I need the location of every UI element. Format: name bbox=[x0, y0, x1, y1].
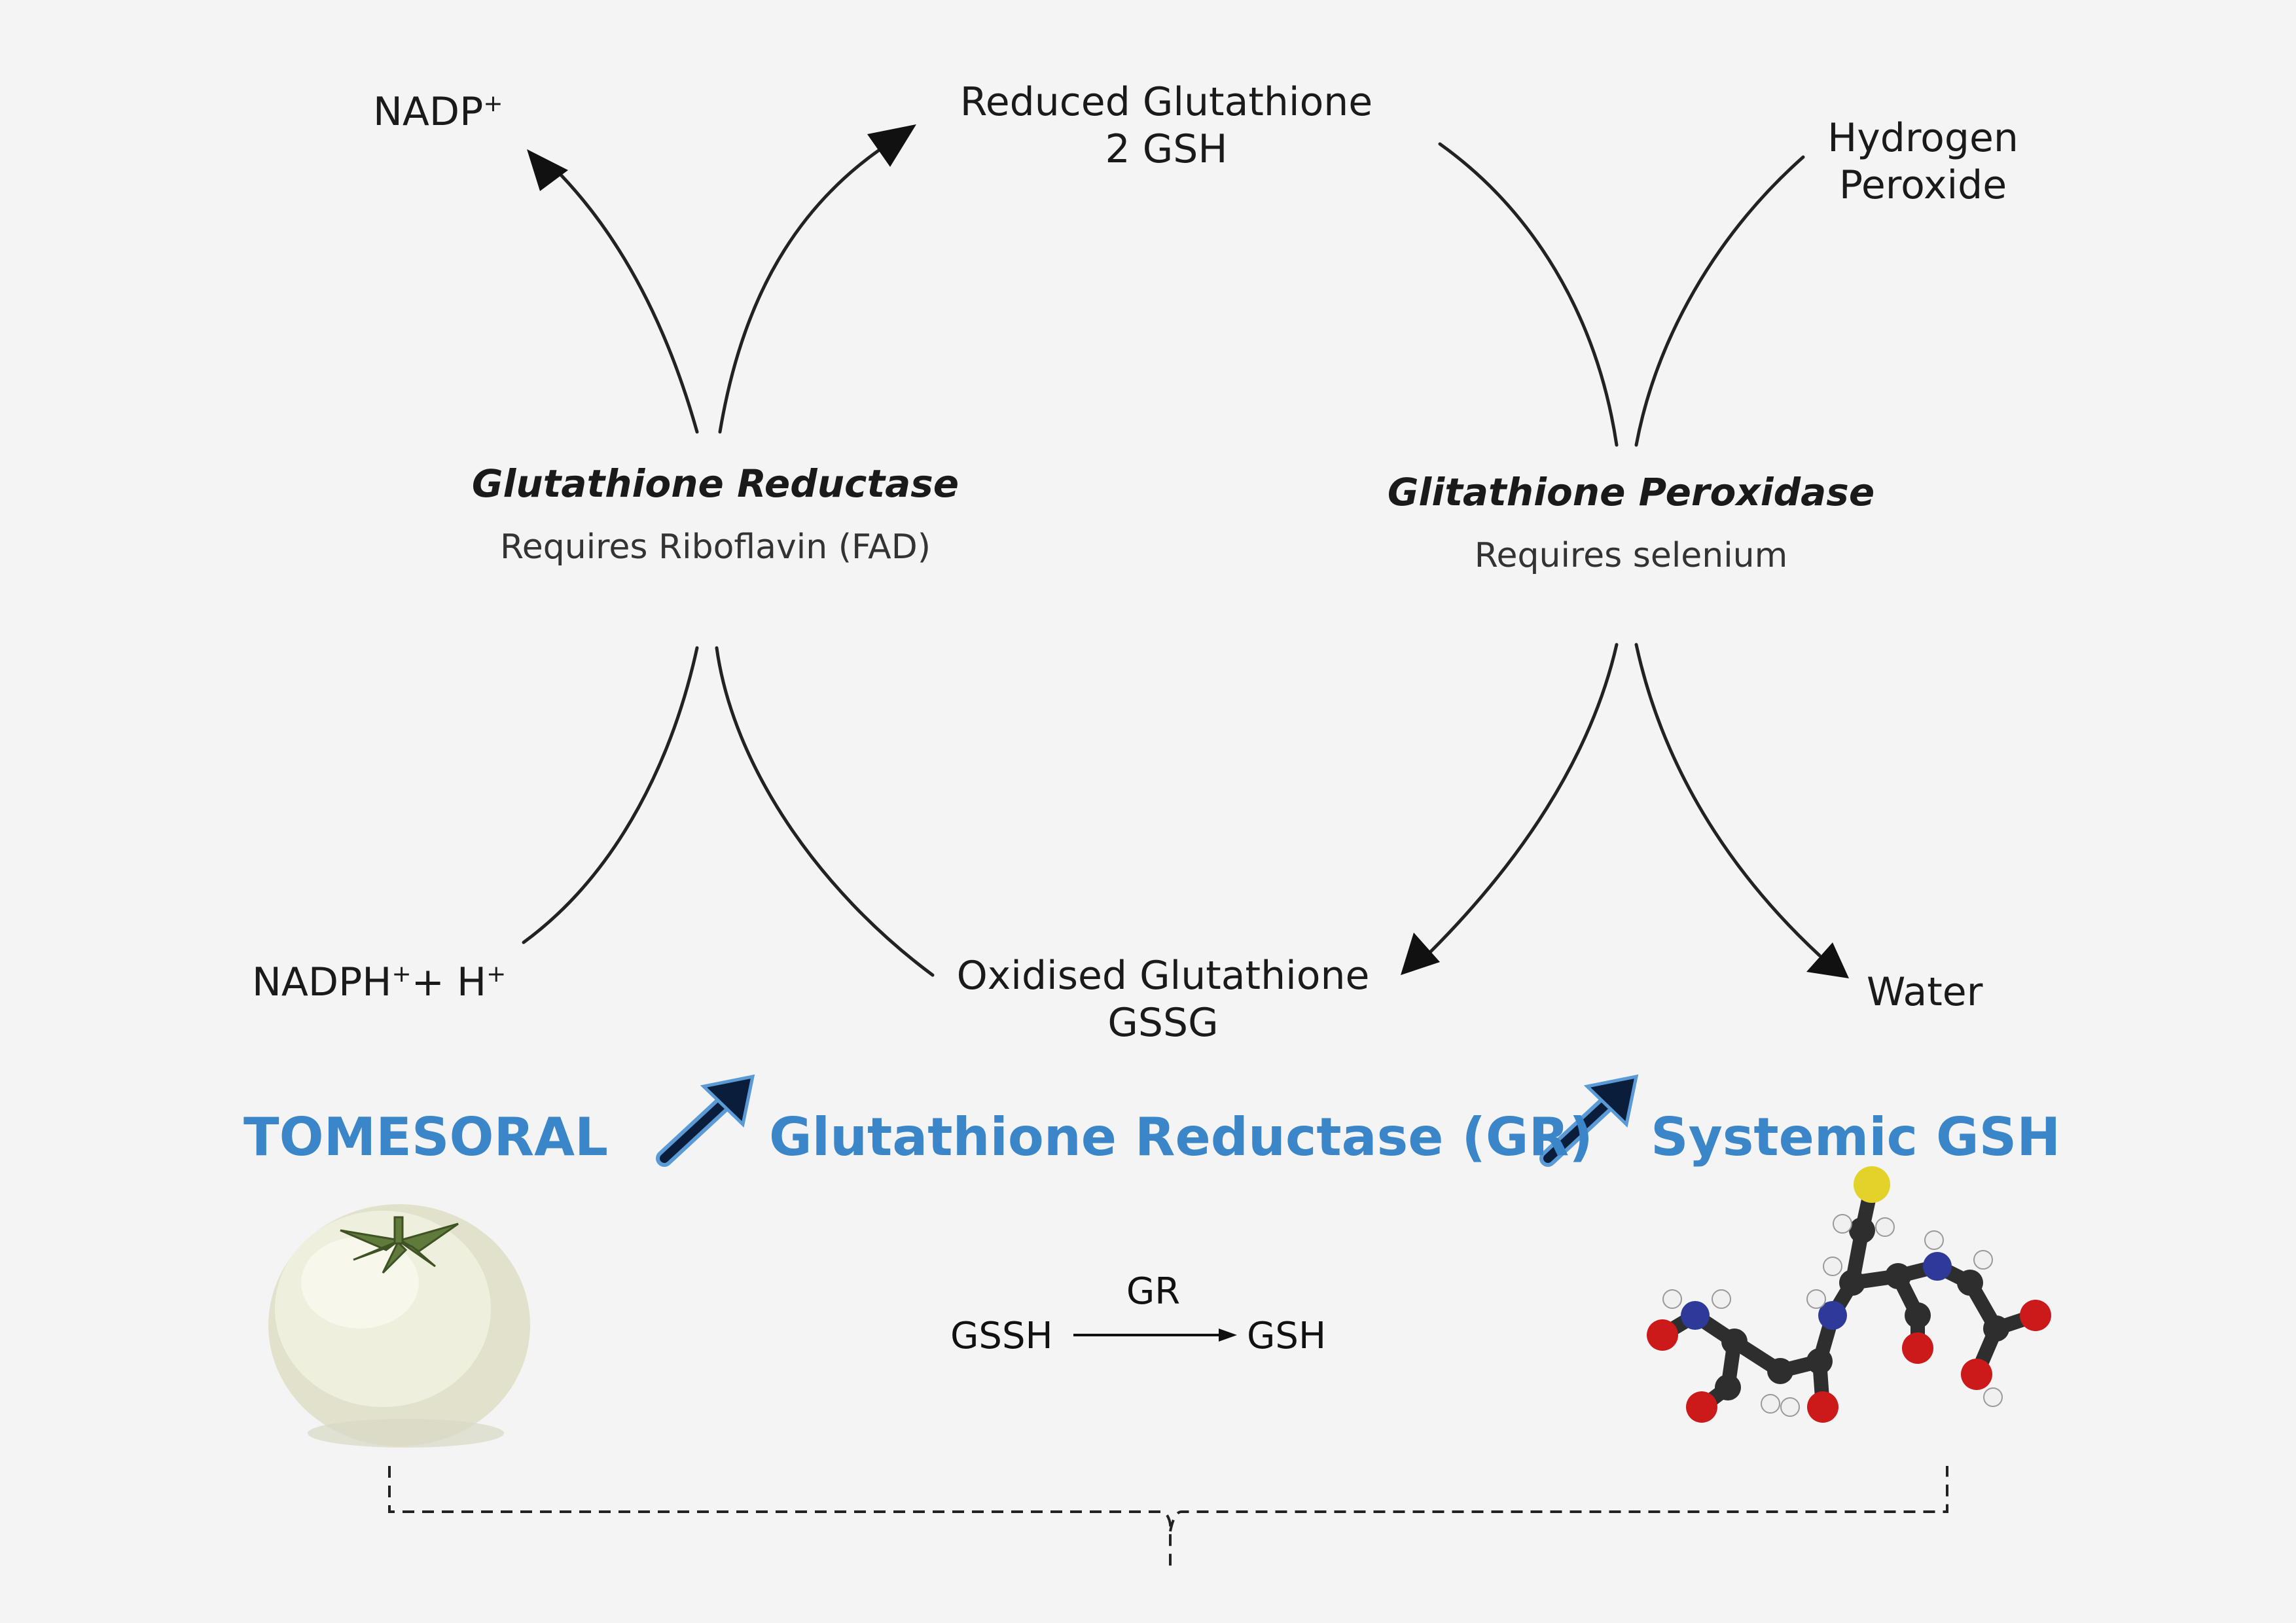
arrowhead-reduced-glutathione bbox=[867, 124, 916, 167]
reduced-glutathione-label: Reduced Glutathione 2 GSH bbox=[960, 79, 1373, 172]
arrow-from-reduced-glutathione bbox=[1438, 142, 1619, 447]
arrowhead-water bbox=[1806, 942, 1849, 978]
equation-reactant: GSSH bbox=[950, 1315, 1053, 1357]
tomesoral-label: TOMESORAL bbox=[243, 1107, 608, 1168]
water-label: Water bbox=[1867, 969, 1983, 1015]
arrow-to-water bbox=[1634, 643, 1821, 957]
arrow-to-reduced-glutathione bbox=[718, 147, 882, 434]
glutathione-reductase-requirement: Requires Riboflavin (FAD) bbox=[499, 527, 931, 567]
glutathione-peroxidase-label: Glitathione Peroxidase Requires selenium bbox=[1388, 470, 1874, 576]
oxidised-glutathione-label: Oxidised Glutathione GSSG bbox=[956, 953, 1370, 1046]
glutathione-reductase-label: Glutathione Reductase Requires Riboflavi… bbox=[472, 461, 959, 567]
increase-arrow-icon-2 bbox=[1539, 1074, 1639, 1167]
nadph-label: NADPH++ H+ bbox=[252, 959, 507, 1005]
glutathione-reductase-gr-label: Glutathione Reductase (GR) bbox=[769, 1107, 1593, 1168]
arrowhead-oxidised-glutathione bbox=[1401, 933, 1440, 975]
increase-arrow-icon-1 bbox=[656, 1074, 755, 1167]
glutathione-peroxidase-requirement: Requires selenium bbox=[1474, 535, 1788, 575]
dashed-brace bbox=[388, 1466, 1948, 1571]
arrow-from-hydrogen-peroxide bbox=[1634, 155, 1805, 447]
hydrogen-peroxide-label: Hydrogen Peroxide bbox=[1827, 115, 2018, 208]
arrow-to-oxidised-glutathione bbox=[1428, 643, 1619, 954]
arrow-to-nadp bbox=[551, 165, 699, 434]
equation-product: GSH bbox=[1247, 1315, 1327, 1357]
systemic-gsh-label: Systemic GSH bbox=[1651, 1107, 2061, 1168]
arrowhead-nadp bbox=[527, 149, 568, 191]
glutathione-molecule-image bbox=[1647, 1166, 2051, 1423]
glutathione-reductase-name: Glutathione Reductase bbox=[471, 461, 960, 506]
glutathione-peroxidase-name: Glitathione Peroxidase bbox=[1387, 470, 1875, 514]
arrow-from-nadph bbox=[522, 646, 699, 944]
nadp-label: NADP+ bbox=[373, 89, 503, 135]
arrow-from-oxidised-glutathione bbox=[715, 646, 935, 977]
tomato-image bbox=[268, 1204, 530, 1448]
equation-enzyme: GR bbox=[1126, 1270, 1181, 1313]
